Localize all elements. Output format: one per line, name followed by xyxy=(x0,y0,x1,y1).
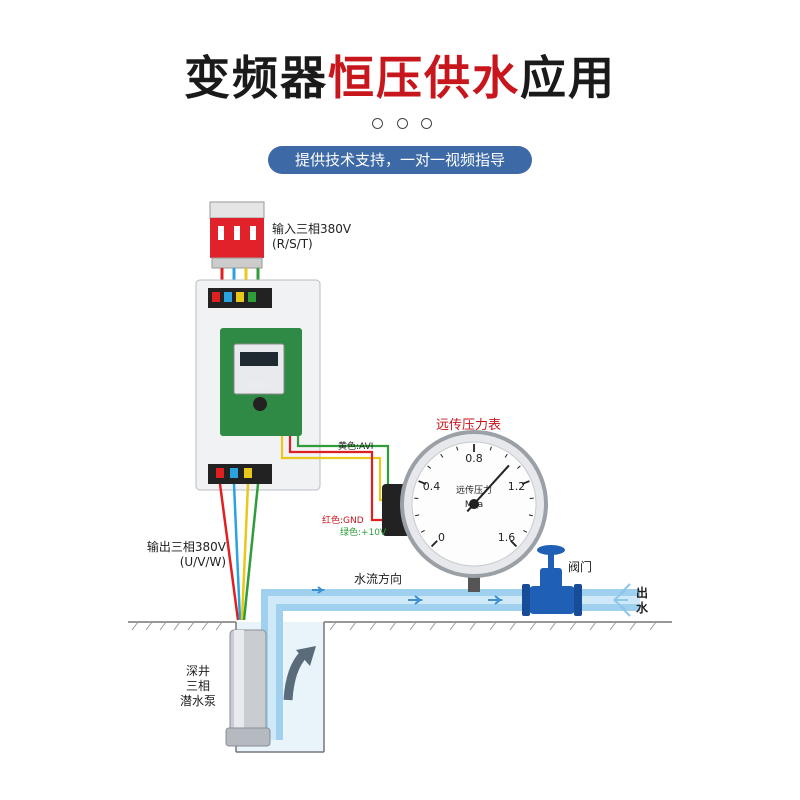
title-part-3: 应用 xyxy=(520,51,616,105)
page-title: 变频器恒压供水应用 xyxy=(0,42,800,108)
water-splash-icon xyxy=(613,583,631,617)
gauge-tick xyxy=(510,540,518,548)
gauge-tick xyxy=(521,480,530,485)
gate-valve xyxy=(522,545,582,616)
red-wire-label: 红色:GND xyxy=(322,516,364,526)
outlet-label: 出 水 xyxy=(636,586,649,615)
gauge-tick xyxy=(420,529,425,533)
output-label: 输出三相380V (U/V/W) xyxy=(146,540,226,569)
output-wires xyxy=(218,483,260,621)
gauge-title: 远传压力表 xyxy=(436,418,502,433)
gauge-tick xyxy=(489,446,492,451)
gauge-tick xyxy=(523,529,528,533)
gauge-tick-label: 1.6 xyxy=(497,530,516,544)
yellow-wire-label: 黄色:AVI xyxy=(338,442,374,452)
gauge-inner-text: 远传压力表 xyxy=(455,486,492,511)
gauge-tick xyxy=(440,453,444,458)
gauge-tick-label: 0.4 xyxy=(422,480,441,494)
water-pipe xyxy=(261,586,640,740)
gauge-tick xyxy=(456,446,459,451)
dot-icon xyxy=(372,118,383,129)
gauge-tick xyxy=(430,540,438,548)
gauge-unit: MPa xyxy=(464,500,484,510)
green-wire-label: 绿色:+10V xyxy=(340,528,387,538)
ground-surface xyxy=(128,621,672,631)
lift-arrow-icon xyxy=(283,646,316,701)
gauge-tick-label: 1.2 xyxy=(507,480,526,494)
title-part-2: 恒压供水 xyxy=(328,51,520,105)
pump-label: 深井 三相 潜水泵 xyxy=(179,664,216,708)
input-label: 输入三相380V (R/S/T) xyxy=(272,222,352,251)
title-part-1: 变频器 xyxy=(184,51,328,105)
support-badge: 提供技术支持，一对一视频指导 xyxy=(268,146,532,174)
gauge-tick xyxy=(427,465,432,469)
gauge-tick-label: 0 xyxy=(437,530,445,544)
gauge-tick xyxy=(418,480,427,485)
dot-icon xyxy=(421,118,432,129)
decorative-dots xyxy=(372,118,432,134)
pressure-gauge xyxy=(382,430,548,592)
submersible-pump xyxy=(225,629,271,747)
gauge-tick xyxy=(516,465,521,469)
gauge-tick xyxy=(415,514,420,517)
gauge-tick-marks xyxy=(414,444,534,548)
inverter-panel-text: VFD-M xyxy=(246,381,276,391)
gauge-tick-label: 0.8 xyxy=(465,452,483,465)
gauge-tick xyxy=(528,514,533,517)
gauge-tick xyxy=(504,453,508,458)
flow-direction-label: 水流方向 xyxy=(354,572,403,586)
dot-icon xyxy=(396,118,408,129)
valve-label: 阀门 xyxy=(568,560,593,574)
circuit-breaker xyxy=(209,201,265,269)
